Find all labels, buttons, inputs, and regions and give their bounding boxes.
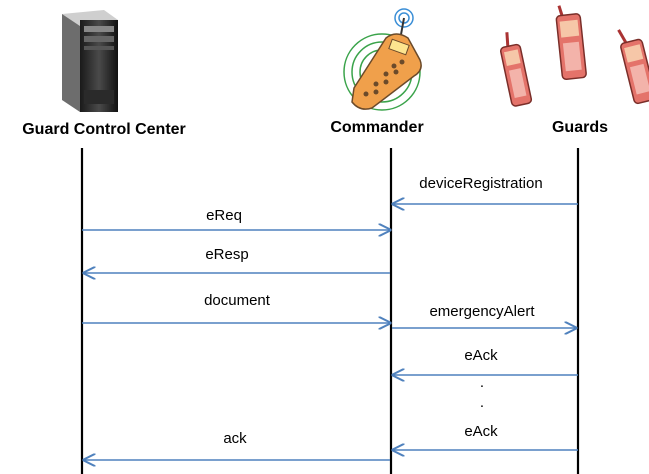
- message-label: eAck: [464, 347, 498, 364]
- server-tower-icon: [62, 10, 118, 112]
- message-label: deviceRegistration: [419, 175, 542, 192]
- continuation-dot-2: .: [480, 394, 484, 411]
- message-ereq: eReq: [82, 207, 390, 230]
- message-document: document: [82, 292, 390, 323]
- message-ack: ack: [84, 430, 390, 460]
- actor-label-guards: Guards: [552, 119, 608, 136]
- message-label: document: [204, 292, 271, 309]
- message-eresp: eResp: [84, 246, 390, 273]
- pda-phone-icon: [343, 8, 422, 111]
- message-eack-2: eAck: [393, 423, 578, 450]
- actor-label-gcc: Guard Control Center: [22, 121, 186, 138]
- message-label: eAck: [464, 423, 498, 440]
- message-eack-1: eAck: [393, 347, 578, 375]
- handset-phones-icon: [499, 5, 649, 107]
- message-label: emergencyAlert: [429, 303, 535, 320]
- message-device-registration: deviceRegistration: [393, 175, 578, 204]
- message-label: eResp: [205, 246, 248, 263]
- message-label: ack: [223, 430, 247, 447]
- message-emergency-alert: emergencyAlert: [392, 303, 576, 328]
- message-label: eReq: [206, 207, 242, 224]
- continuation-dot-1: .: [480, 374, 484, 391]
- actor-label-commander: Commander: [330, 119, 423, 136]
